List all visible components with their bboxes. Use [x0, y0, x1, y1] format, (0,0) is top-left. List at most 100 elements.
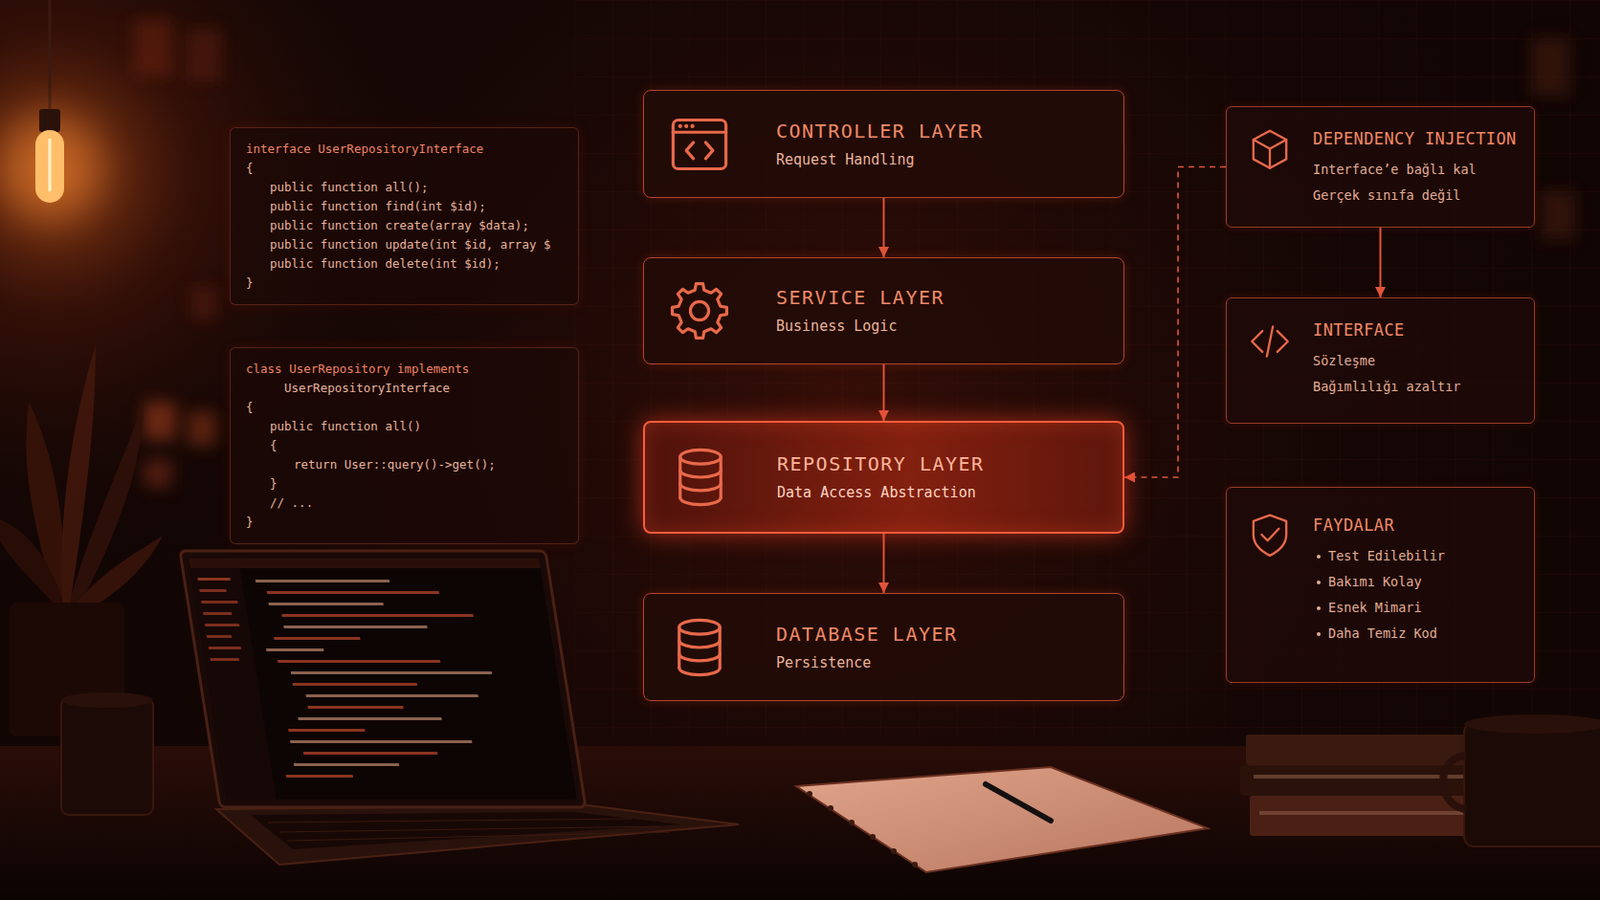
layer-box: CONTROLLER LAYERRequest Handling	[643, 89, 1125, 199]
layer-title: REPOSITORY LAYER	[777, 450, 1104, 478]
db-icon	[680, 483, 722, 490]
laptop	[208, 646, 242, 650]
layer-box: DATABASE LAYERPersistence	[643, 593, 1125, 702]
db-icon	[679, 653, 721, 661]
laptop	[210, 658, 240, 662]
flow-arrow	[1379, 227, 1382, 298]
potted-plant	[61, 344, 96, 613]
notebook	[890, 848, 897, 855]
code-panel: interface UserRepositoryInterface{public…	[229, 127, 579, 306]
code-line: // ...	[269, 493, 563, 513]
info-card: INTERFACESözleşmeBağımlılığı azaltır	[1225, 297, 1535, 424]
window-icon	[672, 119, 726, 169]
layer-box: REPOSITORY LAYERData Access Abstraction	[643, 421, 1125, 534]
code-line: UserRepositoryInterface	[284, 378, 563, 399]
code-icon	[1277, 331, 1289, 353]
notebook	[806, 791, 813, 798]
code-line: }	[245, 273, 563, 293]
notebook	[911, 862, 918, 868]
card-text: Sözleşme	[1312, 348, 1521, 375]
code-icon	[1245, 317, 1294, 366]
laptop	[283, 625, 427, 629]
code-line: public function update(int $id, array $	[269, 235, 563, 255]
book-stack	[1245, 734, 1474, 766]
book-stack	[1240, 734, 1484, 837]
db-icon	[678, 457, 682, 499]
laptop	[287, 832, 670, 842]
laptop	[289, 740, 472, 744]
window-bokeh	[133, 19, 173, 77]
laptop	[267, 602, 383, 606]
laptop	[216, 805, 739, 866]
code-line: {	[245, 158, 563, 178]
flow-arrow	[883, 364, 886, 422]
laptop	[305, 694, 478, 698]
laptop	[307, 706, 403, 710]
laptop	[206, 635, 232, 639]
cube-icon	[1268, 148, 1271, 168]
db-icon	[667, 444, 734, 511]
notebook	[796, 767, 1208, 873]
notebook	[985, 784, 1051, 822]
laptop	[292, 683, 418, 687]
gear-icon	[672, 284, 728, 339]
code-line: public function find(int $id);	[269, 197, 563, 217]
notebook	[827, 805, 834, 812]
laptop	[279, 826, 661, 833]
window-icon	[705, 141, 712, 158]
potted-plant	[0, 344, 163, 737]
coffee-mug	[1443, 755, 1467, 810]
shield-icon	[1253, 515, 1287, 556]
window-icon	[672, 130, 726, 134]
laptop	[200, 600, 238, 604]
code-line: {	[269, 436, 563, 456]
db-icon	[719, 457, 723, 499]
layer-subtitle: Business Logic	[776, 314, 1105, 338]
window-icon	[686, 141, 693, 158]
layer-box: SERVICE LAYERBusiness Logic	[643, 257, 1125, 365]
window-icon	[678, 123, 683, 128]
book-stack	[1259, 811, 1476, 816]
card-title: INTERFACE	[1312, 317, 1521, 343]
laptop	[293, 763, 400, 767]
layer-subtitle: Persistence	[776, 651, 1105, 675]
coffee-mug	[1443, 714, 1600, 847]
laptop	[297, 717, 442, 721]
laptop	[281, 614, 473, 618]
code-panel: class UserRepository implementsUserRepos…	[229, 347, 579, 545]
laptop	[266, 648, 324, 652]
cube-icon	[1253, 139, 1287, 149]
benefit-item: Esnek Mimari	[1328, 595, 1521, 622]
window-icon	[684, 123, 689, 128]
laptop	[179, 551, 586, 808]
code-line: class UserRepository implements	[245, 359, 563, 379]
laptop	[255, 579, 390, 583]
notebook	[869, 834, 876, 841]
shield-icon	[1245, 511, 1294, 559]
window-bokeh	[1531, 38, 1570, 96]
laptop	[286, 775, 354, 778]
code-line: public function delete(int $id);	[269, 254, 563, 274]
code-line: }	[269, 474, 563, 494]
layer-title: CONTROLLER LAYER	[776, 117, 1105, 145]
window-bokeh	[1540, 191, 1576, 240]
benefit-item: Daha Temiz Kod	[1328, 621, 1521, 647]
window-icon	[689, 123, 694, 128]
benefit-item: Bakımı Kolay	[1328, 569, 1521, 596]
laptop	[273, 637, 360, 641]
coffee-mug	[1464, 714, 1600, 734]
code-line: public function create(array $data);	[269, 216, 563, 236]
code-icon	[1266, 326, 1273, 356]
db-icon	[679, 667, 721, 675]
window-bokeh	[143, 459, 173, 489]
db-icon	[679, 640, 721, 647]
info-card: DEPENDENCY INJECTIONInterface’e bağlı ka…	[1225, 106, 1535, 228]
db-icon	[679, 620, 721, 635]
coffee-mug	[61, 692, 154, 709]
laptop	[266, 591, 440, 595]
hanging-lamp	[0, 0, 103, 221]
laptop	[267, 819, 632, 823]
potted-plant	[0, 516, 67, 613]
laptop	[188, 558, 577, 800]
